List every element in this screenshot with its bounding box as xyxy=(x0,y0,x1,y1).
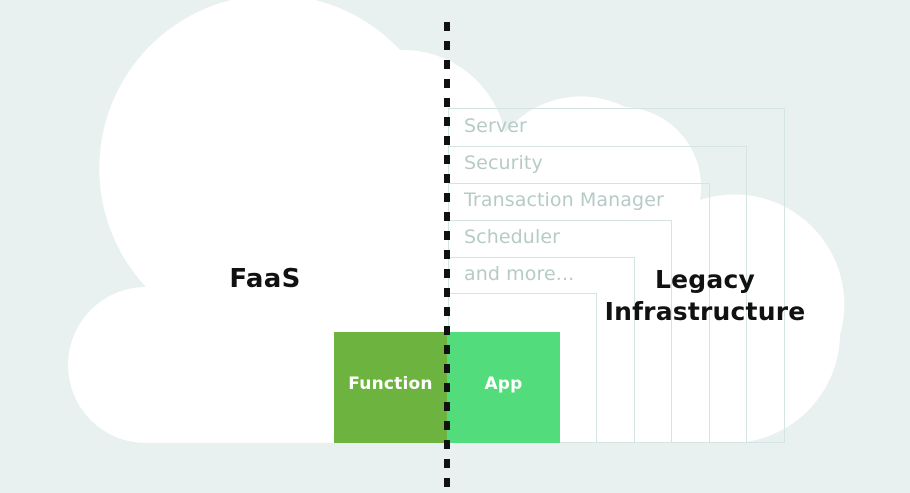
legacy-label-transaction-manager: Transaction Manager xyxy=(464,189,664,211)
legacy-label-server: Server xyxy=(464,115,527,137)
function-block-label: Function xyxy=(348,374,433,394)
legacy-title-line-2: Infrastructure xyxy=(604,297,806,326)
legacy-label-security: Security xyxy=(464,152,543,174)
dashed-divider-line xyxy=(444,22,450,488)
cloud-path xyxy=(68,0,845,443)
faas-title: FaaS xyxy=(229,264,301,294)
app-block: App xyxy=(447,332,560,443)
legacy-label-and-more: and more... xyxy=(464,263,575,285)
legacy-infrastructure-title: Legacy Infrastructure xyxy=(580,264,830,328)
app-block-label: App xyxy=(484,374,523,394)
legacy-label-scheduler: Scheduler xyxy=(464,226,561,248)
legacy-title-line-1: Legacy xyxy=(655,265,755,294)
function-block: Function xyxy=(334,332,447,443)
